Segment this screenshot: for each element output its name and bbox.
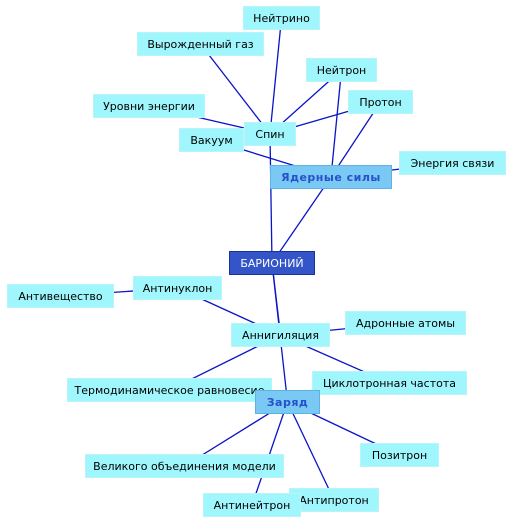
hub-nuclear-forces[interactable]: Ядерные силы: [270, 165, 392, 189]
node-label: Антипротон: [299, 493, 369, 507]
edge-spin-degenerate_gas: [199, 43, 271, 135]
node-thermodynamic-equilibrium[interactable]: Термодинамическое равновесие: [67, 378, 272, 402]
node-label: Нейтрино: [253, 11, 310, 25]
node-label: Антинуклон: [142, 281, 213, 295]
node-label: Позитрон: [371, 448, 428, 462]
node-label: Аннигиляция: [242, 328, 319, 342]
edge-spin-root: [269, 133, 273, 264]
hub-charge[interactable]: Заряд: [255, 390, 320, 414]
edge-spin-neutrino: [269, 17, 283, 135]
node-label: Уровни энергии: [103, 99, 195, 113]
node-label: Нейтрон: [316, 63, 367, 77]
node-neutrino[interactable]: Нейтрино: [243, 6, 320, 30]
node-annihilation[interactable]: Аннигиляция: [231, 323, 330, 347]
root-label: БАРИОНИЙ: [240, 256, 304, 270]
node-positron[interactable]: Позитрон: [360, 443, 439, 467]
node-antimatter[interactable]: Антивещество: [7, 284, 114, 308]
node-spin[interactable]: Спин: [244, 122, 296, 146]
node-label: Антивещество: [18, 289, 103, 303]
node-vacuum[interactable]: Вакуум: [179, 128, 244, 152]
edge-nuclear-neutron: [330, 69, 343, 178]
node-energy-levels[interactable]: Уровни энергии: [93, 94, 205, 118]
root-node-baryonium[interactable]: БАРИОНИЙ: [229, 251, 315, 275]
edge-charge-antineutron: [251, 401, 289, 506]
node-antiproton[interactable]: Антипротон: [289, 488, 379, 512]
node-proton[interactable]: Протон: [348, 90, 413, 114]
hub-label: Ядерные силы: [281, 170, 381, 184]
node-label: Великого объединения модели: [93, 459, 276, 473]
node-label: Антинейтрон: [213, 498, 291, 512]
node-label: Энергия связи: [410, 156, 495, 170]
node-label: Адронные атомы: [355, 316, 456, 330]
node-degenerate-gas[interactable]: Вырожденный газ: [137, 32, 264, 56]
node-label: Спин: [255, 127, 285, 141]
node-grand-unification-models[interactable]: Великого объединения модели: [85, 454, 284, 478]
edge-nuclear-proton: [330, 101, 382, 178]
node-label: Термодинамическое равновесие: [74, 383, 265, 397]
hub-label: Заряд: [266, 395, 309, 409]
node-label: Вакуум: [190, 133, 233, 147]
node-antinucleon[interactable]: Антинуклон: [133, 276, 222, 300]
node-neutron[interactable]: Нейтрон: [306, 58, 377, 82]
node-binding-energy[interactable]: Энергия связи: [399, 151, 506, 175]
node-hadron-atoms[interactable]: Адронные атомы: [345, 311, 466, 335]
node-cyclotron-frequency[interactable]: Циклотронная частота: [312, 371, 467, 395]
edge-nuclear-root: [271, 176, 332, 264]
node-label: Протон: [359, 95, 402, 109]
edge-charge-antiproton: [286, 401, 335, 501]
node-label: Вырожденный газ: [147, 37, 254, 51]
node-label: Циклотронная частота: [322, 376, 457, 390]
node-antineutron[interactable]: Антинейтрон: [203, 493, 301, 517]
